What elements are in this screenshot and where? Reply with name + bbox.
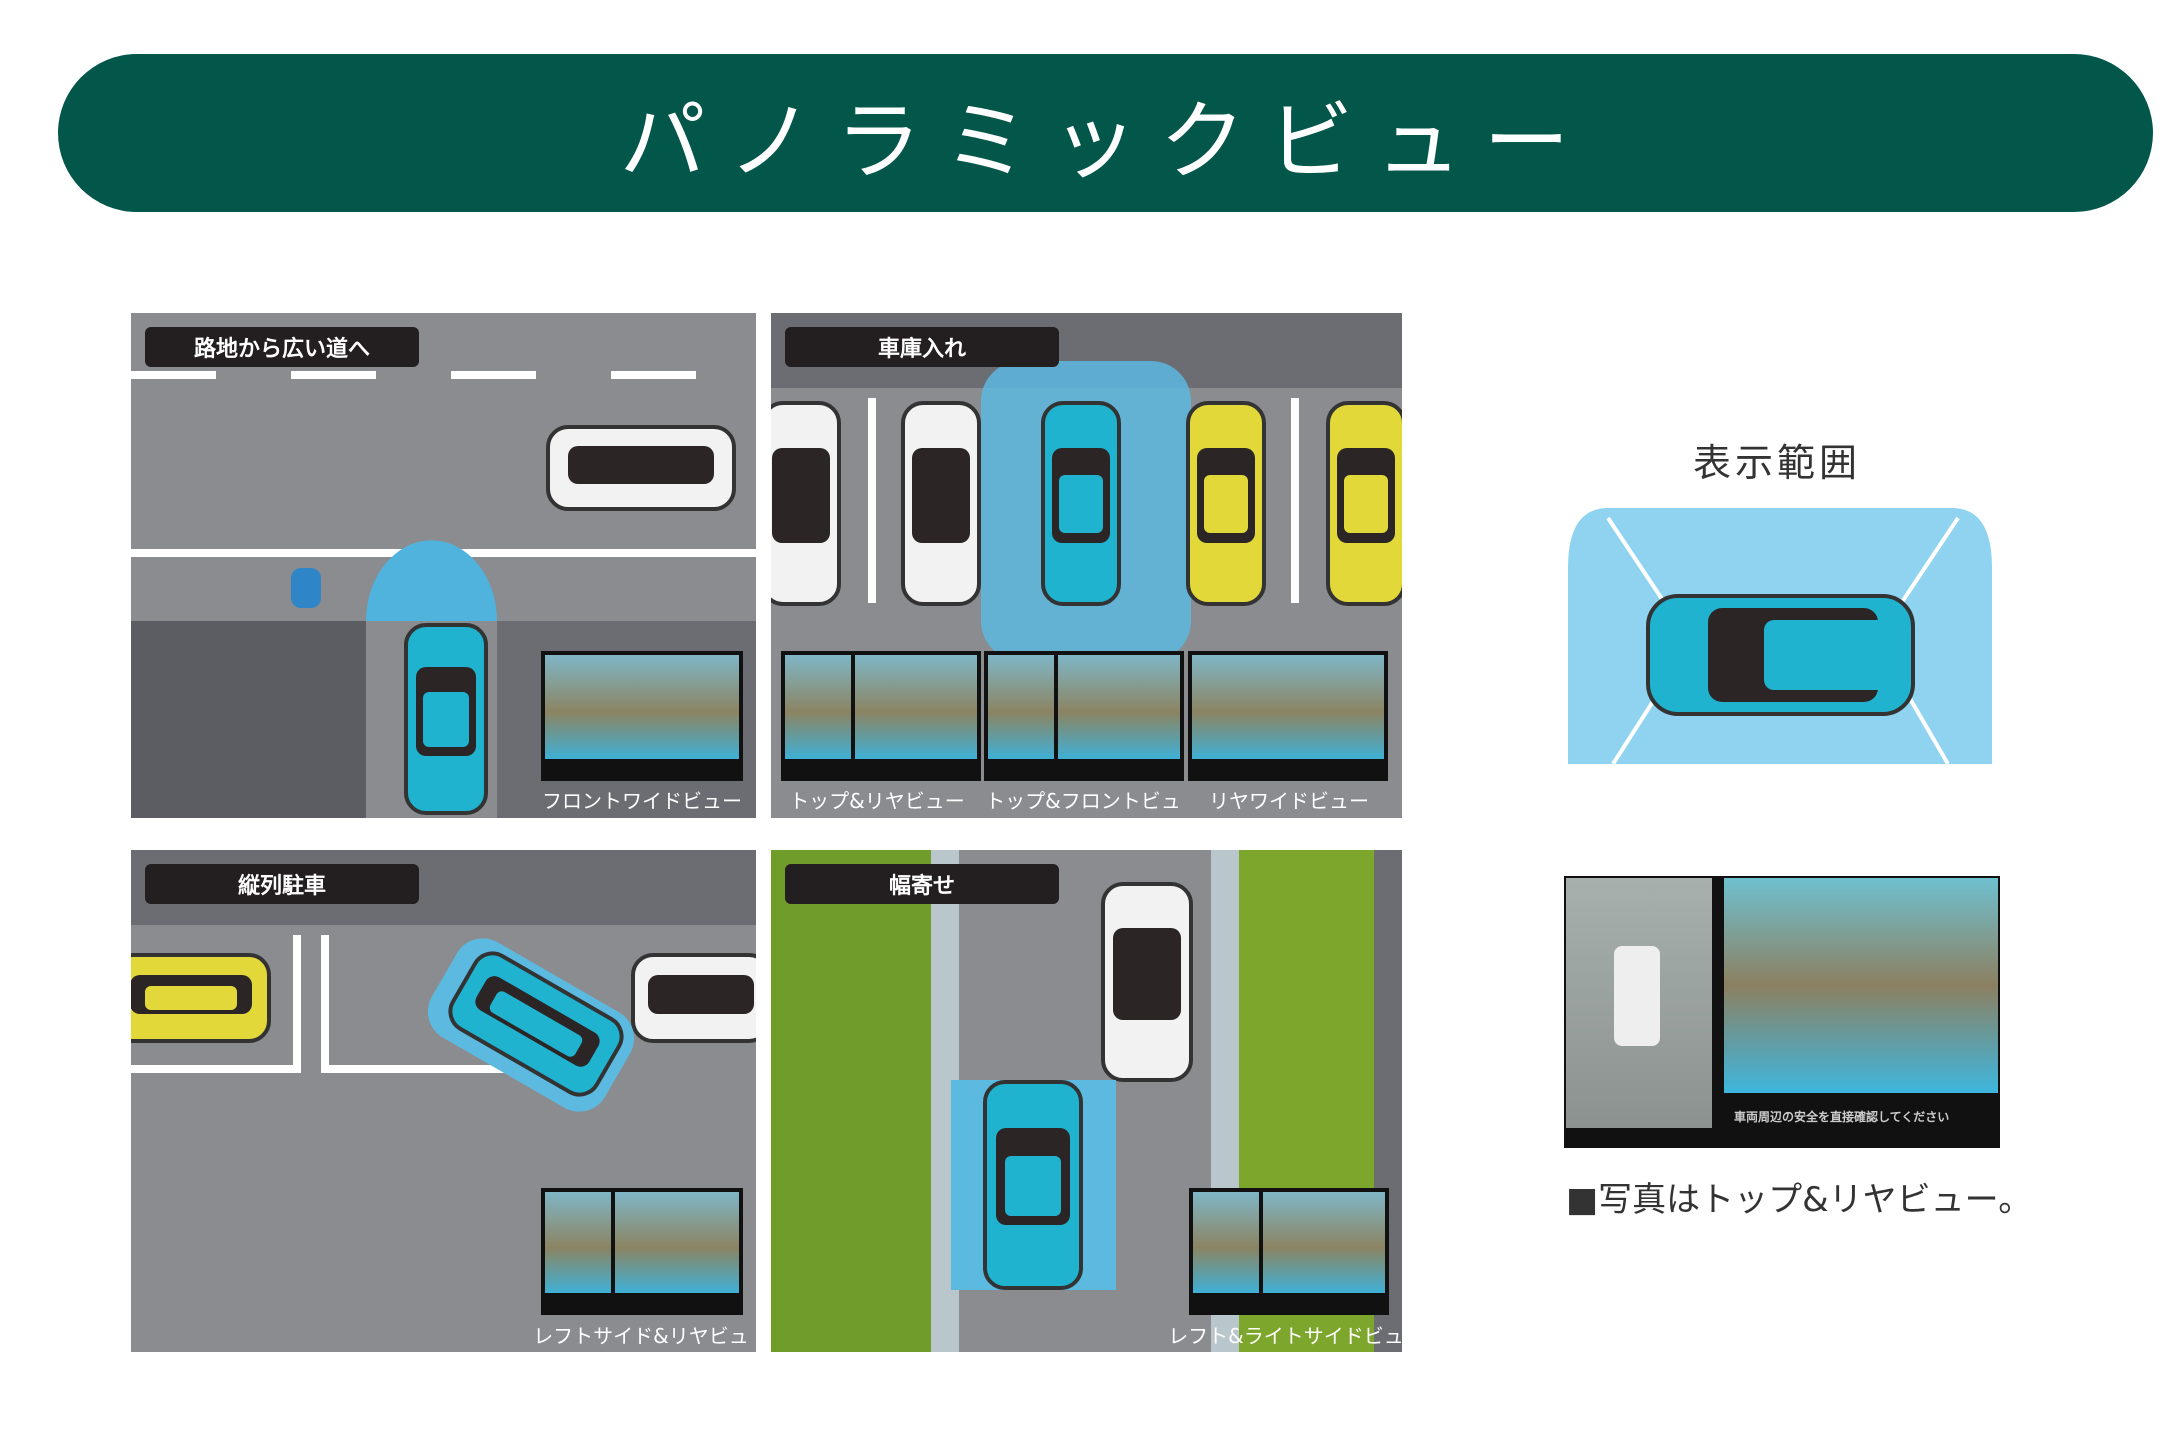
white-car xyxy=(1101,882,1193,1082)
yellow-car xyxy=(131,953,271,1043)
scene-pull-to-side: 幅寄せ レフト&ライトサイドビュー xyxy=(771,850,1402,1352)
scene-label: 幅寄せ xyxy=(785,864,1059,904)
top-front-view-screen xyxy=(984,651,1184,781)
scene-alley-to-road: 路地から広い道へ フロントワイドビュー xyxy=(131,313,756,818)
view-caption: リヤワイドビュー xyxy=(1209,789,1369,813)
parking-line xyxy=(1291,398,1299,603)
white-car xyxy=(546,425,736,511)
view-caption: レフトサイド&リヤビュー xyxy=(533,1324,749,1348)
white-car xyxy=(771,401,841,606)
top-rear-view-screen xyxy=(781,651,981,781)
view-caption: レフト&ライトサイドビュー xyxy=(1168,1324,1402,1348)
parking-line xyxy=(868,398,876,603)
view-caption: トップ&フロントビュー xyxy=(985,789,1181,813)
white-car xyxy=(901,401,981,606)
left-right-side-view-screen xyxy=(1189,1188,1389,1315)
range-title: 表示範囲 xyxy=(1692,441,1861,485)
page-title: パノラミックビュー xyxy=(619,91,1592,192)
screen-message: 車両周辺の安全を直接確認してください xyxy=(1734,1110,1950,1124)
top-rear-view-photo: 車両周辺の安全を直接確認してください xyxy=(1564,876,2000,1148)
photo-caption: ■写真はトップ&リヤビュー。 xyxy=(1566,1180,2033,1220)
title-banner: パノラミックビュー xyxy=(58,54,2153,212)
blue-car xyxy=(404,623,488,815)
scene-label: 路地から広い道へ xyxy=(145,327,419,367)
white-car xyxy=(631,953,756,1043)
display-range-diagram xyxy=(1568,508,1992,764)
view-caption: トップ&リヤビュー xyxy=(789,789,965,813)
yellow-car xyxy=(1186,401,1266,606)
yellow-car xyxy=(1326,401,1402,606)
scene-parallel-parking: 縦列駐車 レフトサイド&リヤビュー xyxy=(131,850,756,1352)
scene-garage-parking: 車庫入れ トップ&リヤビュー トップ&フロントビュー リヤワイドビュー xyxy=(771,313,1402,818)
view-caption: フロントワイドビュー xyxy=(542,789,742,813)
pedestrian-icon xyxy=(291,568,321,608)
blue-car xyxy=(983,1080,1083,1290)
left-side-rear-view-screen xyxy=(541,1188,743,1315)
rear-wide-view-screen xyxy=(1188,651,1388,781)
scene-label: 縦列駐車 xyxy=(145,864,419,904)
scene-label: 車庫入れ xyxy=(785,327,1059,367)
blue-car xyxy=(1041,401,1121,606)
front-camera-range xyxy=(366,540,497,621)
front-wide-view-screen xyxy=(541,651,743,781)
